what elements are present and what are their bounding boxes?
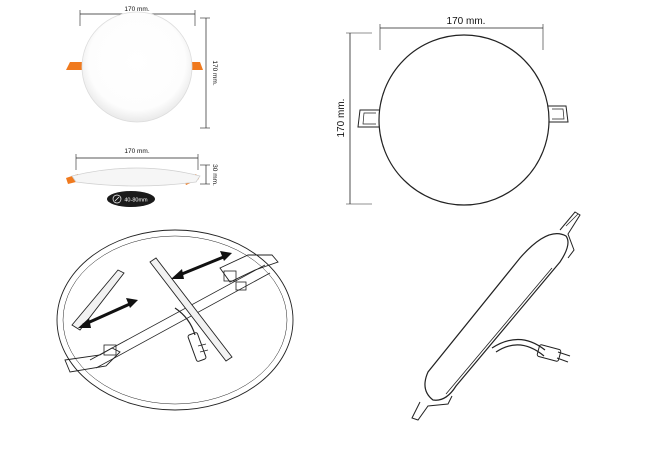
side-view: 170 mm. 30 mm. 40-80mm xyxy=(66,148,218,207)
profile-connector xyxy=(536,344,562,362)
side-profile-drawing xyxy=(411,211,581,421)
cutout-badge xyxy=(107,191,155,207)
top-height-label: 170 mm. xyxy=(211,60,218,85)
top-view: 170 mm. 170 mm. xyxy=(66,6,218,129)
spring-clip-icon xyxy=(357,105,569,128)
rail-right xyxy=(149,257,233,362)
bracket-right-2 xyxy=(235,281,247,291)
rail-left xyxy=(71,269,125,331)
side-width-label: 170 mm. xyxy=(124,148,149,155)
large-height-label: 170 mm. xyxy=(336,99,347,138)
top-width-label: 170 mm. xyxy=(124,6,149,13)
profile-clip-bottom xyxy=(411,395,453,421)
bracket-left xyxy=(103,344,117,356)
profile-body xyxy=(424,233,569,401)
large-width-label: 170 mm. xyxy=(447,16,486,27)
back-ring-outer xyxy=(56,229,294,411)
profile-clip-top xyxy=(559,211,581,259)
spring-bar-bottom xyxy=(95,272,271,369)
connector-icon xyxy=(174,307,209,362)
bracket-right xyxy=(223,270,237,282)
cutout-range-label: 40-80mm xyxy=(124,198,148,204)
back-ring-inner xyxy=(62,235,288,405)
panel-side-body xyxy=(71,167,201,187)
clip-right xyxy=(219,254,279,283)
cutout-icon xyxy=(112,194,122,204)
profile-cable xyxy=(491,338,546,351)
panel-front-disc xyxy=(81,11,193,123)
clip-left xyxy=(64,347,121,373)
large-front-drawing: 170 mm. 170 mm. xyxy=(336,16,569,206)
exploded-back-view xyxy=(56,229,294,411)
large-panel-outline xyxy=(378,34,550,206)
side-depth-label: 30 mm. xyxy=(211,164,218,186)
double-arrow-icon xyxy=(78,251,232,328)
